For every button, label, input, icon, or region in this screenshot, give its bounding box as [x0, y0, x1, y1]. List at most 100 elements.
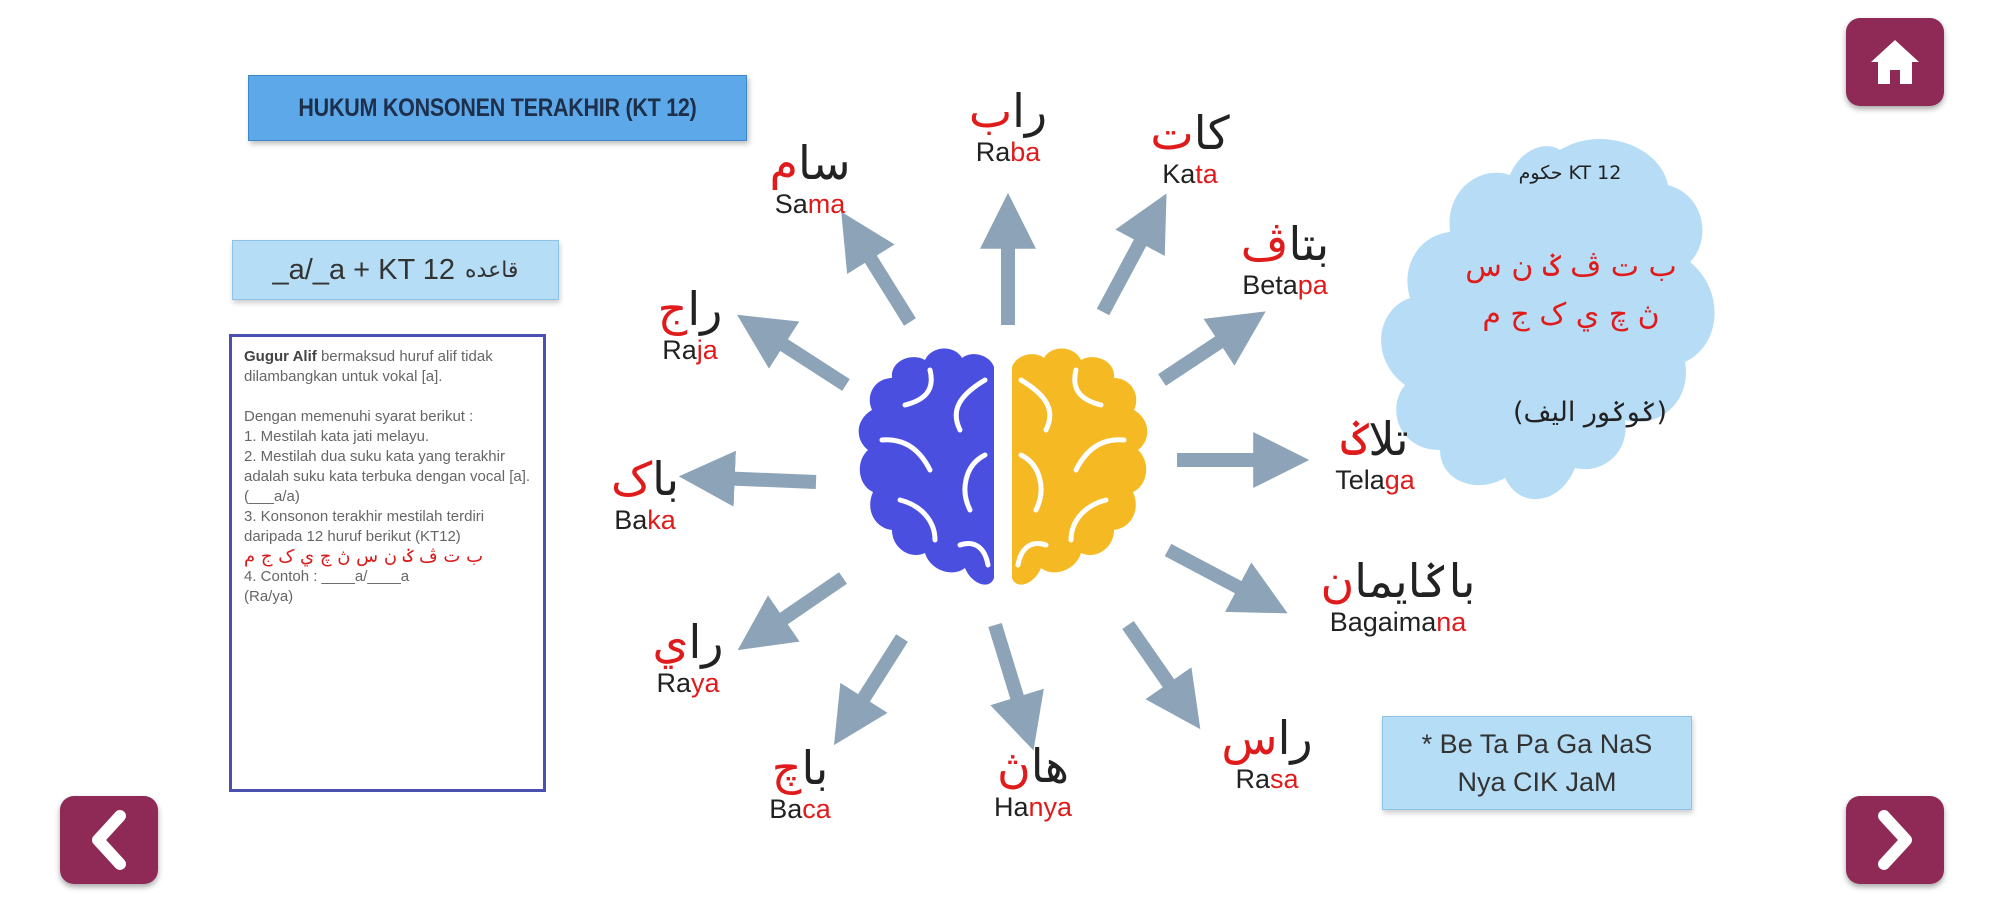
- word-betapa-arabic-final: ڤ: [1240, 217, 1289, 271]
- word-raja: راج Raja: [630, 283, 750, 365]
- explanation-box: Gugur Alif bermaksud huruf alif tidak di…: [229, 334, 546, 792]
- mnemonic-line-1: * Be Ta Pa Ga NaS: [1421, 729, 1653, 759]
- word-sama-latin: Sa: [774, 189, 808, 219]
- word-telaga-arabic-final: ݢ: [1341, 412, 1369, 466]
- cloud-letters: ب ت ڤ ݢ ن س ڽ چ ي ک ج م: [1440, 243, 1702, 339]
- word-baca-latin-final: ca: [802, 794, 831, 824]
- word-telaga-arabic: تلا: [1368, 412, 1409, 466]
- arrow-hanya: [988, 622, 1044, 751]
- rule-formula: _a/_a + KT 12: [272, 253, 456, 286]
- next-button[interactable]: [1846, 796, 1944, 884]
- word-baka: باک Baka: [585, 453, 705, 535]
- word-raya-latin-final: ya: [690, 668, 720, 698]
- word-baka-latin-final: ka: [647, 505, 676, 535]
- home-button[interactable]: [1846, 18, 1944, 106]
- arrow-kata: [1096, 193, 1167, 316]
- word-raba-arabic: را: [1012, 84, 1048, 138]
- cloud-heading: حکوم KT 12: [1470, 162, 1670, 184]
- word-betapa: بتاڤ Betapa: [1215, 218, 1355, 300]
- word-sama-latin-final: ma: [807, 189, 846, 219]
- word-raya: راي Raya: [628, 616, 748, 698]
- word-rasa-arabic-final: س: [1221, 711, 1278, 765]
- cloud-letters-row-2: ڽ چ ي ک ج م: [1482, 297, 1660, 332]
- cloud-letters-row-1: ب ت ڤ ݢ ن س: [1465, 249, 1677, 284]
- word-raba: راب Raba: [948, 85, 1068, 167]
- word-raja-latin: Ra: [662, 335, 697, 365]
- word-hanya-latin-final: nya: [1028, 792, 1073, 822]
- note-item-2: 2. Mestilah dua suku kata yang terakhir …: [244, 448, 531, 505]
- word-kata-latin-final: ta: [1195, 159, 1218, 189]
- note-item-4-example: (Ra/ya): [244, 588, 294, 605]
- arrow-raja: [737, 314, 850, 391]
- word-raja-latin-final: ja: [696, 335, 718, 365]
- arrow-baca: [833, 634, 908, 746]
- word-raja-arabic-final: ج: [657, 282, 688, 336]
- word-bagaimana-latin: Bagaima: [1329, 607, 1437, 637]
- word-bagaimana-latin-final: na: [1436, 607, 1467, 637]
- word-betapa-latin: Beta: [1242, 270, 1298, 300]
- brain-folds: [879, 367, 1127, 568]
- cloud-caption: (ݢوݢور اليف): [1470, 397, 1710, 428]
- word-bagaimana-arabic: باݢايما: [1354, 554, 1476, 608]
- word-raja-arabic: را: [687, 282, 723, 336]
- note-item-3: 3. Konsonon terakhir mestilah terdiri da…: [244, 508, 485, 545]
- word-sama-arabic: سا: [797, 136, 851, 190]
- word-raba-arabic-final: ب: [968, 84, 1013, 138]
- chevron-right-icon: [1878, 810, 1912, 870]
- arrow-betapa: [1158, 311, 1266, 386]
- note-item-4: 4. Contoh : ____a/____a: [244, 568, 410, 585]
- cloud-caption-text: (ݢوݢور اليف): [1512, 397, 1668, 428]
- word-rasa-latin: Ra: [1235, 764, 1270, 794]
- word-kata-latin: Ka: [1162, 159, 1196, 189]
- arrows: [678, 192, 1310, 751]
- word-bagaimana-arabic-final: ن: [1320, 554, 1355, 608]
- word-hanya-arabic-final: ڽ: [996, 739, 1031, 793]
- word-hanya-latin: Ha: [993, 792, 1029, 822]
- note-letters: ب ت ڤ ݢ ن س ڽ چ ي ک ج م: [244, 546, 484, 567]
- word-baka-arabic-final: ک: [611, 452, 653, 506]
- cloud-shape: [1381, 138, 1715, 500]
- word-raya-arabic-final: ي: [652, 615, 689, 669]
- word-rasa-arabic: را: [1277, 711, 1313, 765]
- word-raya-latin: Ra: [656, 668, 691, 698]
- word-telaga-latin: Tela: [1335, 465, 1385, 495]
- note-intro: Gugur Alif bermaksud huruf alif tidak di…: [244, 347, 531, 387]
- word-baca: باچ Baca: [740, 742, 860, 824]
- word-betapa-arabic: بتا: [1288, 217, 1330, 271]
- word-hanya-arabic: ها: [1030, 739, 1070, 793]
- note-condition-heading: Dengan memenuhi syarat berikut :: [244, 408, 474, 425]
- arrow-bagaimana: [1164, 543, 1288, 614]
- word-rasa: راس Rasa: [1207, 712, 1327, 794]
- cloud-heading-text: حکوم KT 12: [1518, 162, 1622, 184]
- word-raba-latin: Ra: [975, 137, 1011, 167]
- arrow-rasa: [1122, 621, 1201, 730]
- word-kata-arabic: کا: [1193, 106, 1230, 160]
- word-baca-arabic: با: [801, 741, 829, 795]
- rule-box: _a/_a + KT 12 قاعده: [232, 240, 559, 300]
- word-sama: سام Sama: [745, 137, 875, 219]
- mnemonic-line-2: Nya CIK JaM: [1457, 767, 1617, 797]
- word-telaga-latin-final: ga: [1384, 465, 1415, 495]
- word-kata-arabic-final: ت: [1150, 106, 1194, 160]
- note-definition: bermaksud huruf alif tidak dilambangkan …: [244, 348, 493, 385]
- word-baca-arabic-final: چ: [771, 741, 802, 795]
- word-kata: کات Kata: [1130, 107, 1250, 189]
- note-term: Gugur Alif: [244, 348, 317, 365]
- word-bagaimana: باݢايمان Bagaimana: [1298, 555, 1498, 637]
- word-raba-latin-final: ba: [1010, 137, 1041, 167]
- word-betapa-latin-final: pa: [1297, 270, 1328, 300]
- mnemonic-box: * Be Ta Pa Ga NaS Nya CIK JaM: [1382, 716, 1692, 810]
- chevron-left-icon: [92, 810, 126, 870]
- word-telaga: تلاݢ Telaga: [1300, 413, 1450, 495]
- home-icon: [1871, 40, 1919, 84]
- page-title: HUKUM KONSONEN TERAKHIR (KT 12): [248, 75, 747, 141]
- word-rasa-latin-final: sa: [1269, 764, 1299, 794]
- word-baka-arabic: با: [652, 452, 679, 506]
- previous-button[interactable]: [60, 796, 158, 884]
- arrow-raya: [737, 572, 847, 651]
- arrow-sama: [841, 211, 916, 326]
- arrow-baka: [678, 450, 817, 507]
- word-raya-arabic: را: [688, 615, 724, 669]
- word-sama-arabic-final: م: [769, 136, 798, 190]
